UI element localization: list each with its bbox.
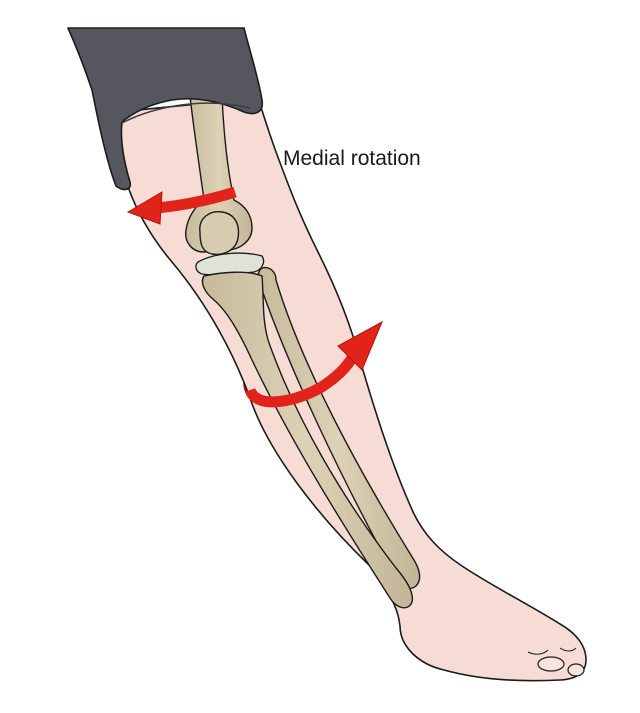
lower-arrow-head <box>337 320 384 371</box>
upper-rotation-arrow <box>155 186 237 214</box>
toe-nail-big <box>537 656 565 672</box>
medial-rotation-label: Medial rotation <box>283 147 421 170</box>
toe-crease <box>527 649 549 655</box>
tibial-plateau <box>195 252 265 276</box>
trouser-fold <box>119 102 251 125</box>
fibula-bone <box>257 266 421 590</box>
leg-skin <box>116 97 587 682</box>
toe-crease-2 <box>559 647 577 652</box>
upper-arrow-head <box>126 191 163 225</box>
lower-rotation-arrow <box>244 355 357 408</box>
tibia-bone <box>201 271 414 609</box>
trousers <box>67 27 264 191</box>
patella-bone <box>199 211 240 256</box>
toe-nail-second <box>567 663 585 677</box>
